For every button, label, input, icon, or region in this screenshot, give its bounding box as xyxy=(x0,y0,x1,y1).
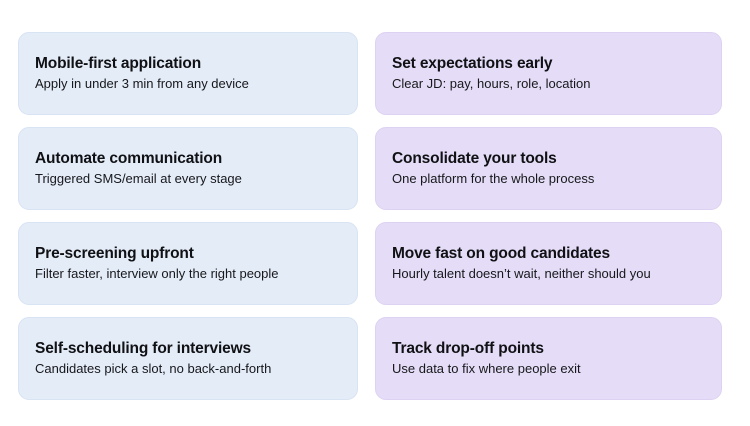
card-subtitle: Use data to fix where people exit xyxy=(392,361,581,377)
card-subtitle: Triggered SMS/email at every stage xyxy=(35,171,242,187)
card-subtitle: Apply in under 3 min from any device xyxy=(35,76,249,92)
card-title: Mobile-first application xyxy=(35,54,202,72)
card-subtitle: Hourly talent doesn’t wait, neither shou… xyxy=(392,266,651,282)
card-title: Consolidate your tools xyxy=(392,149,557,167)
card-subtitle: Filter faster, interview only the right … xyxy=(35,266,279,282)
card-track-drop-off-points[interactable]: Track drop-off points Use data to fix wh… xyxy=(375,317,722,400)
card-subtitle: One platform for the whole process xyxy=(392,171,595,187)
card-automate-communication[interactable]: Automate communication Triggered SMS/ema… xyxy=(18,127,358,210)
card-consolidate-your-tools[interactable]: Consolidate your tools One platform for … xyxy=(375,127,722,210)
card-pre-screening-upfront[interactable]: Pre-screening upfront Filter faster, int… xyxy=(18,222,358,305)
card-self-scheduling-for-interviews[interactable]: Self-scheduling for interviews Candidate… xyxy=(18,317,358,400)
card-title: Pre-screening upfront xyxy=(35,244,194,262)
card-set-expectations-early[interactable]: Set expectations early Clear JD: pay, ho… xyxy=(375,32,722,115)
card-title: Automate communication xyxy=(35,149,223,167)
card-move-fast-on-good-candidates[interactable]: Move fast on good candidates Hourly tale… xyxy=(375,222,722,305)
card-title: Track drop-off points xyxy=(392,339,544,357)
card-subtitle: Candidates pick a slot, no back-and-fort… xyxy=(35,361,272,377)
card-title: Move fast on good candidates xyxy=(392,244,610,262)
card-mobile-first-application[interactable]: Mobile-first application Apply in under … xyxy=(18,32,358,115)
card-subtitle: Clear JD: pay, hours, role, location xyxy=(392,76,591,92)
card-title: Set expectations early xyxy=(392,54,553,72)
card-title: Self-scheduling for interviews xyxy=(35,339,251,357)
